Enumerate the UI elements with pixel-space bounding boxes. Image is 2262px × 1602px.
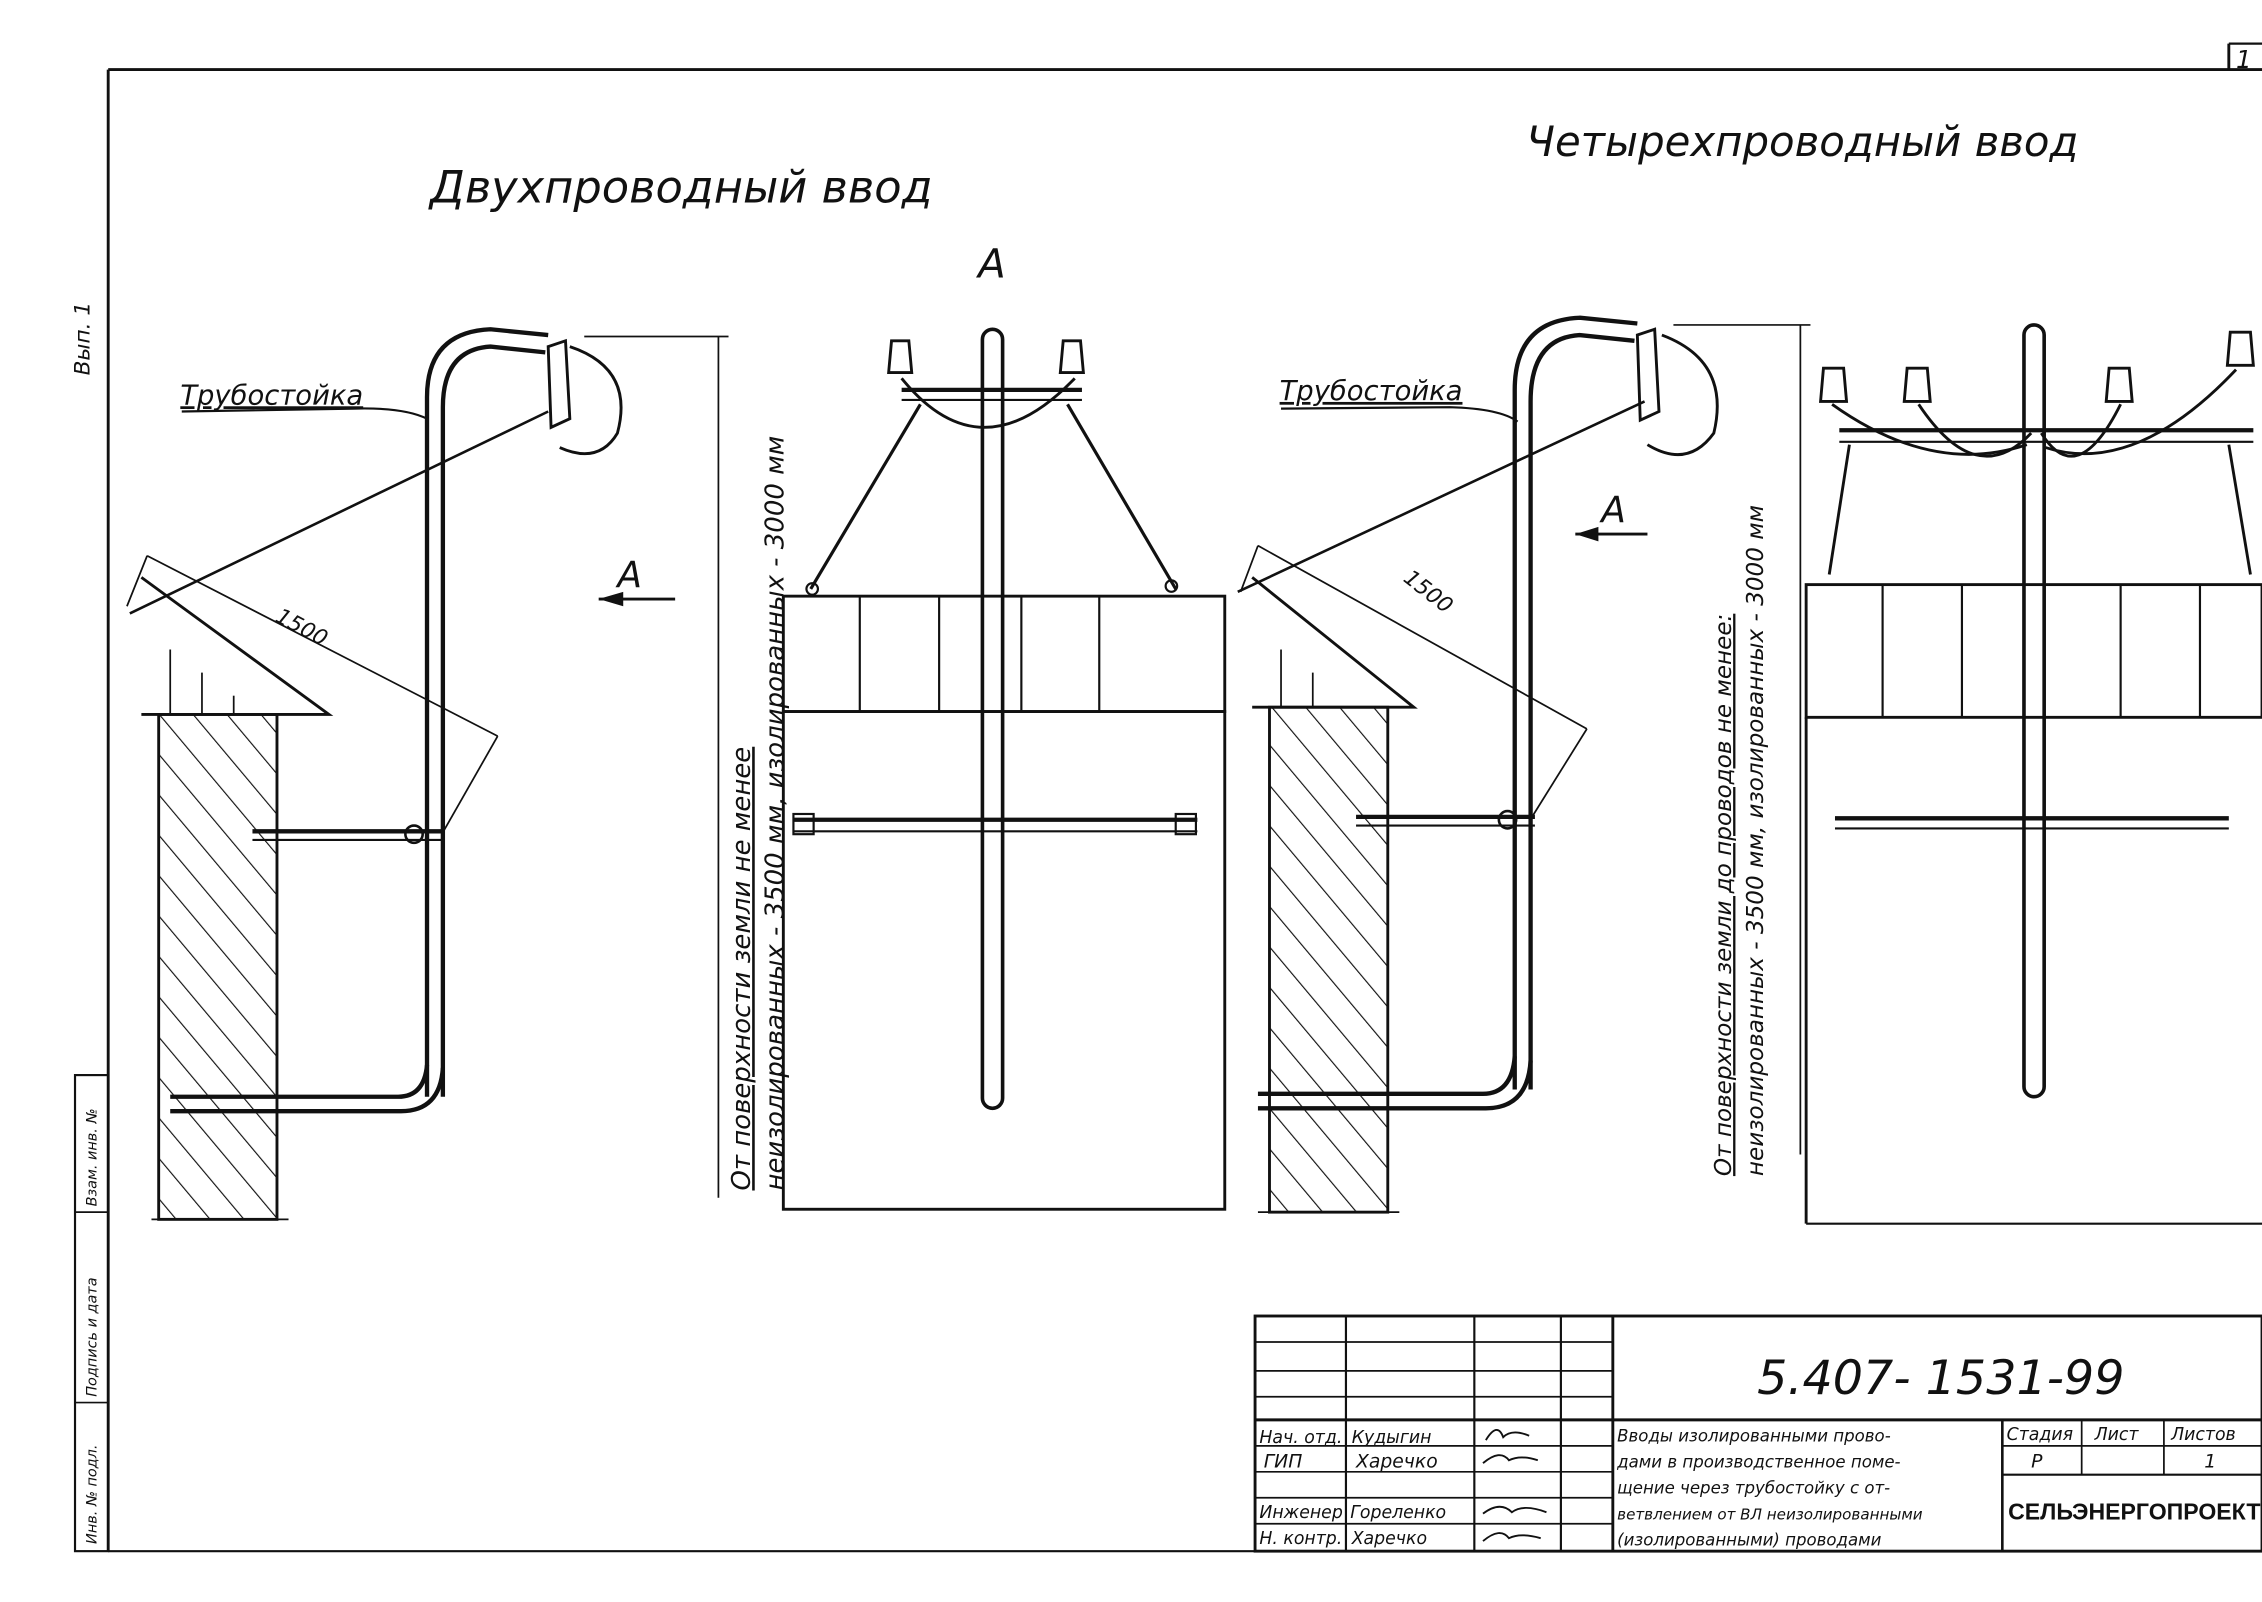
document-code: 5.407- 1531-99 [1757, 1351, 2124, 1406]
sheet-frame [106, 42, 2262, 1553]
view-a-front [781, 327, 1227, 1211]
four-wire-side-view [1237, 315, 1811, 1214]
value-sheets: 1 [2204, 1451, 2216, 1472]
four-wire-view-arrow-label: А [1599, 490, 1626, 532]
two-wire-view-arrow-label: А [615, 554, 642, 596]
four-wire-dim-1500: 1500 [1399, 565, 1458, 619]
two-wire-clearance-note-2: неизолированных - 3500 мм, изолированных… [760, 436, 790, 1191]
header-stage: Стадия [2007, 1425, 2073, 1445]
two-wire-pipe-stand-label: Трубостойка [180, 380, 363, 411]
two-wire-clearance-note-1: От поверхности земли не менее [727, 747, 757, 1191]
value-stage: Р [2031, 1451, 2043, 1472]
role-norm-control: Н. контр. [1259, 1529, 1342, 1549]
header-sheet: Лист [2094, 1425, 2140, 1445]
two-wire-dim-1500: 1500 [271, 604, 331, 652]
two-wire-pipe-stand-leader [181, 407, 428, 420]
stamp-sign-date: Подпись и дата [85, 1277, 101, 1396]
stamp-inv-no: Инв. № подл. [85, 1445, 101, 1544]
four-wire-pipe-stand-label: Трубостойка [1280, 376, 1463, 407]
four-wire-pipe-stand-leader [1281, 406, 1519, 423]
description-line-1: Вводы изолированными прово- [1617, 1427, 1891, 1446]
description-line-2: дами в производственное поме- [1616, 1452, 1900, 1471]
description-line-4: ветвлением от ВЛ неизолированными [1617, 1505, 1923, 1523]
description-line-3: щение через трубостойку с от- [1617, 1478, 1890, 1497]
organization-name: СЕЛЬЭНЕРГОПРОЕКТ [2008, 1498, 2260, 1524]
volume-label: Вып. 1 [70, 302, 95, 376]
four-wire-title: Четырехпроводный ввод [1526, 117, 2078, 166]
name-engineer: Гореленко [1350, 1503, 1446, 1523]
name-norm-control: Харечко [1351, 1529, 1427, 1549]
four-wire-clearance-note-1: От поверхности земли до проводов не мене… [1711, 614, 1737, 1176]
title-block [1253, 1314, 2262, 1553]
role-gip: ГИП [1264, 1451, 1303, 1472]
name-gip: Харечко [1355, 1451, 1438, 1472]
header-sheets: Листов [2170, 1425, 2236, 1445]
description-line-5: (изолированными) проводами [1617, 1530, 1881, 1549]
two-wire-side-view [126, 327, 729, 1221]
stamp-replaces: Взам. инв. № [85, 1109, 101, 1207]
role-head-of-dept: Нач. отд. [1259, 1428, 1342, 1448]
name-head-of-dept: Кудыгин [1352, 1428, 1432, 1448]
left-stamp: Инв. № подл. Подпись и дата Взам. инв. № [73, 1074, 110, 1553]
sheet-number: 1 [2236, 45, 2252, 74]
role-engineer: Инженер [1259, 1503, 1342, 1523]
four-wire-front-view [1804, 323, 2262, 1225]
four-wire-clearance-note-2: неизолированных - 3500 мм, изолированных… [1743, 505, 1769, 1176]
view-a-label: А [975, 240, 1006, 287]
signatures [1482, 1429, 1547, 1542]
two-wire-title: Двухпроводный ввод [428, 160, 933, 213]
